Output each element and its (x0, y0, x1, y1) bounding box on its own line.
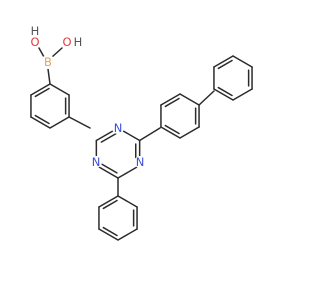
boronic-phenyl-ring-bond-0 (49, 83, 70, 96)
structure-drawing: B O H O H N N N (29, 24, 253, 241)
oxygen-left-atom: O (30, 35, 39, 49)
atom-labels: B O H O H N N N (29, 24, 146, 169)
oxygen-right-bg (61, 36, 73, 48)
biphenyl-lower-ring-double-4 (164, 124, 180, 135)
biphenyl-upper-ring-double-4 (217, 86, 233, 97)
biphenyl-upper-ring-bond-4 (213, 88, 234, 101)
triazine-double-4 (100, 163, 118, 174)
nitrogen-left-bg (90, 156, 102, 168)
boronic-phenyl-ring-bond-3 (30, 116, 51, 129)
triazine-biphenyl-bond (138, 127, 161, 142)
biphenyl-lower-ring-bond-3 (179, 126, 200, 139)
biphenyl-lower-ring-double-0 (164, 97, 180, 108)
nitrogen-bottom-atom: N (136, 155, 145, 169)
boron-oxygen-right-bond (51, 47, 63, 58)
boron-oxygen-left-bond (38, 47, 45, 58)
biphenyl-upper-ring-bond-3 (232, 88, 253, 101)
molecule-canvas: B O H O H N N N (29, 24, 253, 241)
boron-atom: B (44, 55, 52, 69)
bottom-phenyl-ring-bond-0 (117, 195, 138, 208)
hydrogen-right-atom: H (74, 35, 83, 49)
triazine-double-0 (100, 132, 118, 143)
oxygen-right-atom: O (62, 35, 71, 49)
triazine-bond-4 (95, 164, 119, 179)
bottom-phenyl-ring-double-3 (102, 226, 118, 237)
biphenyl-lower-ring-bond-4 (160, 126, 181, 139)
phenyl-triazine-bond (68, 116, 91, 129)
bond-lines (30, 47, 253, 241)
biphenyl-upper-ring-bond-0 (213, 55, 234, 68)
boron-carbon-bond (47, 68, 51, 85)
oxygen-left-bg (29, 36, 41, 48)
biphenyl-lower-ring-bond-0 (160, 93, 181, 106)
nitrogen-left-atom: N (92, 155, 101, 169)
boronic-phenyl-ring-bond-5 (30, 83, 51, 96)
boronic-phenyl-ring-bond-2 (49, 116, 70, 129)
hydrogen-left-atom: H (31, 24, 40, 38)
bottom-phenyl-ring-bond-2 (117, 228, 138, 241)
bottom-phenyl-ring-bond-3 (98, 228, 119, 241)
biphenyl-link-bond (198, 90, 215, 106)
nitrogen-bottom-bg (134, 156, 146, 168)
boronic-phenyl-ring-double-3 (34, 114, 50, 125)
nitrogen-top-atom: N (114, 121, 123, 135)
triazine-bond-3 (117, 164, 141, 179)
bottom-phenyl-ring-bond-5 (98, 195, 119, 208)
boronic-phenyl-ring-double-5 (34, 87, 50, 98)
biphenyl-lower-ring-bond-1 (179, 93, 200, 106)
bottom-phenyl-ring-double-5 (102, 199, 118, 210)
nitrogen-top-bg (112, 122, 124, 134)
boron-atom-bg (41, 55, 55, 69)
biphenyl-upper-ring-double-0 (217, 59, 233, 70)
biphenyl-upper-ring-bond-1 (232, 55, 253, 68)
